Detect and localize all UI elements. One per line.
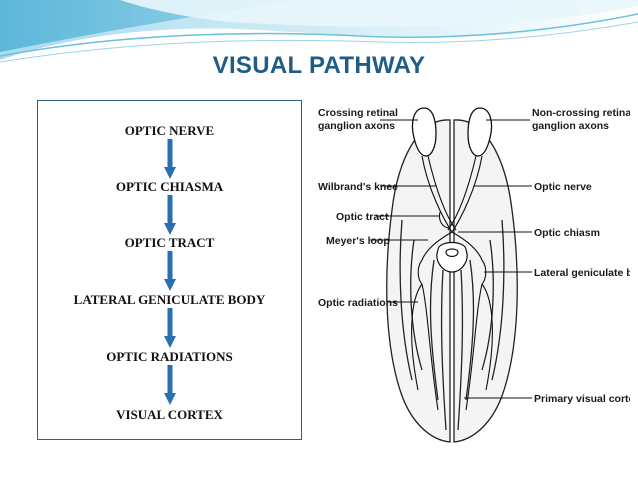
label-optic-nerve: Optic nerve xyxy=(534,181,592,193)
midbrain xyxy=(436,241,468,273)
down-arrow-icon xyxy=(164,195,176,235)
down-arrow-icon xyxy=(164,139,176,179)
label-optic-chiasm: Optic chiasm xyxy=(534,227,600,239)
label-lateral-geniculate-body: Lateral geniculate body xyxy=(534,267,630,279)
step-optic-radiations: OPTIC RADIATIONS xyxy=(106,349,233,364)
eye-globes xyxy=(411,107,493,157)
label-non-crossing-retinal: Non-crossing retinal xyxy=(532,107,630,119)
label-meyers-loop: Meyer's loop xyxy=(326,235,390,247)
step-lateral-geniculate-body: LATERAL GENICULATE BODY xyxy=(73,292,266,307)
down-arrow-icon xyxy=(164,308,176,348)
label-crossing-retinal: Crossing retinal xyxy=(318,107,398,119)
visual-pathway-anatomy-diagram: Crossing retinal ganglion axons Wilbrand… xyxy=(318,100,630,450)
step-optic-chiasma: OPTIC CHIASMA xyxy=(115,179,224,194)
label-wilbrands-knee: Wilbrand's knee xyxy=(318,181,398,193)
step-optic-tract: OPTIC TRACT xyxy=(124,235,215,250)
optic-fibers xyxy=(411,155,493,411)
label-ganglion-axons-right: ganglion axons xyxy=(532,120,609,132)
leader-lines xyxy=(370,119,532,399)
label-optic-tract: Optic tract xyxy=(336,211,389,223)
down-arrow-icon xyxy=(164,365,176,405)
label-primary-visual-cortex: Primary visual cortex xyxy=(534,393,630,405)
label-ganglion-axons-left: ganglion axons xyxy=(318,120,395,132)
pathway-flowchart: OPTIC NERVE OPTIC CHIASMA OPTIC TRACT LA… xyxy=(37,100,302,440)
label-optic-radiations: Optic radiations xyxy=(318,297,398,309)
step-visual-cortex: VISUAL CORTEX xyxy=(116,407,223,422)
down-arrow-icon xyxy=(164,251,176,291)
brain-outline xyxy=(386,119,518,443)
step-optic-nerve: OPTIC NERVE xyxy=(124,123,215,138)
header-banner-decoration xyxy=(0,0,638,80)
slide-title: VISUAL PATHWAY xyxy=(212,52,426,79)
